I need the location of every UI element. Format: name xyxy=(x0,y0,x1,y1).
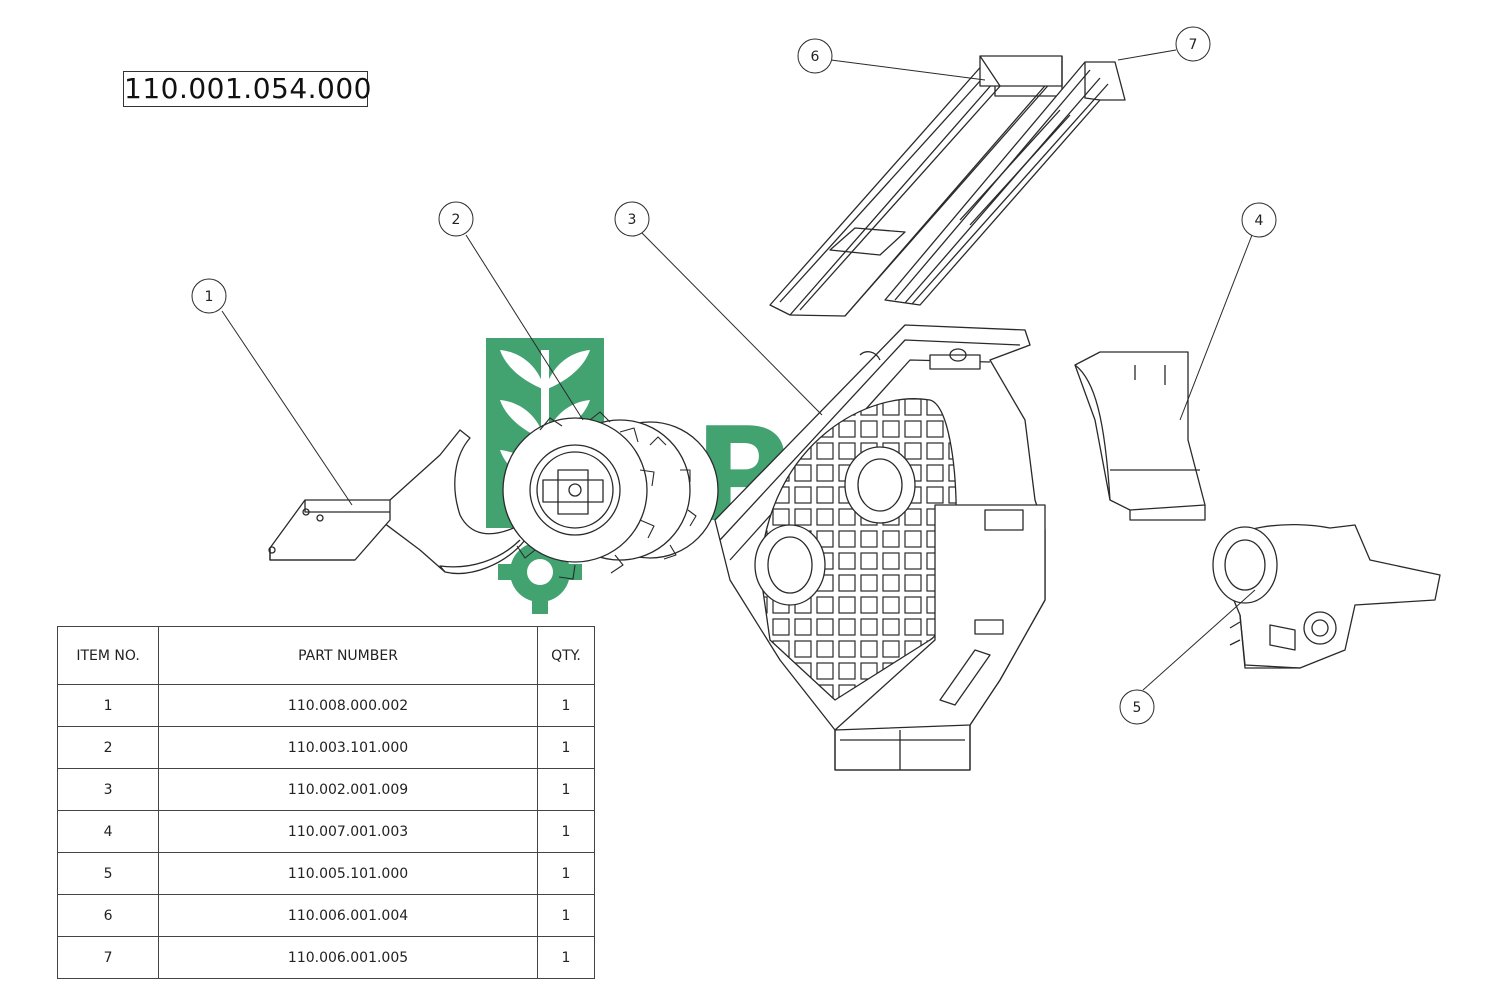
header-part-number: PART NUMBER xyxy=(158,626,538,685)
header-item-no: ITEM NO. xyxy=(56,626,160,685)
cell-item: 5 xyxy=(56,852,160,895)
leader-line-7 xyxy=(1117,49,1177,61)
assembly-number: 110.001.054.000 xyxy=(123,71,372,107)
leader-line-5 xyxy=(1142,589,1256,691)
cell-item: 2 xyxy=(56,726,160,769)
part-1-bracket xyxy=(268,429,526,575)
balloon-3: 3 xyxy=(614,201,650,237)
cell-part-number: 110.006.001.005 xyxy=(158,936,538,979)
cell-part-number: 110.003.101.000 xyxy=(158,726,538,769)
leader-line-1 xyxy=(221,310,353,506)
cell-item: 6 xyxy=(56,894,160,937)
part-3-housing xyxy=(714,324,1046,771)
cell-qty: 1 xyxy=(536,684,596,727)
svg-text:7: 7 xyxy=(1189,37,1198,53)
part-4-cover xyxy=(1074,351,1206,521)
table-header-row: ITEM NO. PART NUMBER QTY. xyxy=(56,626,596,685)
leader-lines xyxy=(221,49,1256,691)
svg-text:2: 2 xyxy=(452,212,461,228)
cell-qty: 1 xyxy=(536,852,596,895)
cell-item: 1 xyxy=(56,684,160,727)
leader-line-2 xyxy=(465,234,584,421)
cell-part-number: 110.008.000.002 xyxy=(158,684,538,727)
part-7-rail-slide xyxy=(884,61,1126,306)
balloon-5: 5 xyxy=(1119,689,1155,725)
cell-qty: 1 xyxy=(536,726,596,769)
cell-part-number: 110.007.001.003 xyxy=(158,810,538,853)
cell-part-number: 110.005.101.000 xyxy=(158,852,538,895)
part-2-sprocket xyxy=(502,411,719,580)
leader-line-4 xyxy=(1179,234,1253,421)
cell-part-number: 110.006.001.004 xyxy=(158,894,538,937)
balloons: 1 2 3 4 5 6 7 xyxy=(191,26,1277,725)
balloon-7: 7 xyxy=(1175,26,1211,62)
svg-text:1: 1 xyxy=(205,289,214,305)
balloon-2: 2 xyxy=(438,201,474,237)
svg-text:6: 6 xyxy=(811,49,820,65)
cell-qty: 1 xyxy=(536,768,596,811)
svg-text:4: 4 xyxy=(1255,213,1264,229)
balloon-1: 1 xyxy=(191,278,227,314)
cell-qty: 1 xyxy=(536,894,596,937)
cell-qty: 1 xyxy=(536,810,596,853)
balloon-4: 4 xyxy=(1241,202,1277,238)
cell-item: 4 xyxy=(56,810,160,853)
part-5-clamp xyxy=(1212,523,1441,669)
cell-item: 3 xyxy=(56,768,160,811)
svg-text:3: 3 xyxy=(628,212,637,228)
header-qty: QTY. xyxy=(536,626,596,685)
leader-line-6 xyxy=(830,59,986,81)
part-6-rail-cover xyxy=(769,55,1063,317)
leader-line-3 xyxy=(641,232,823,416)
cell-qty: 1 xyxy=(536,936,596,979)
cell-item: 7 xyxy=(56,936,160,979)
svg-text:5: 5 xyxy=(1133,700,1142,716)
balloon-6: 6 xyxy=(797,38,833,74)
cell-part-number: 110.002.001.009 xyxy=(158,768,538,811)
